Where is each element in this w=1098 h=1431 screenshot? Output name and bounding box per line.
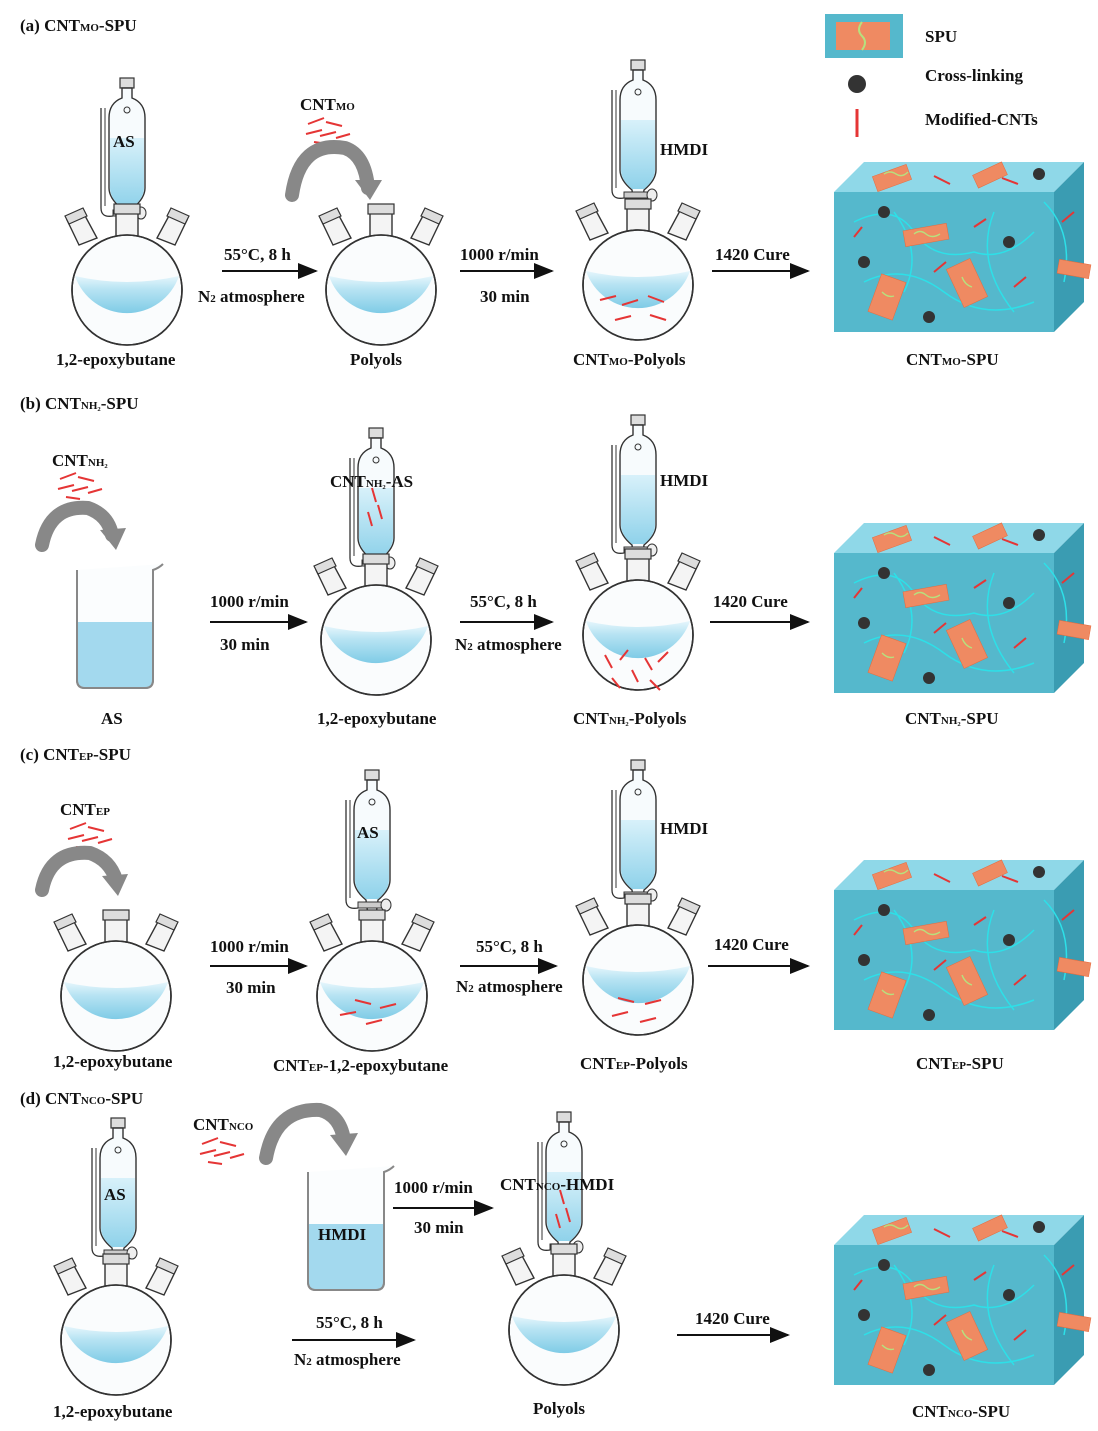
beaker-b [76, 563, 164, 689]
caption-b1: AS [101, 709, 123, 728]
caption-b3: CNTNH₂-Polyols [573, 709, 687, 728]
spu-block-b [833, 521, 1092, 694]
step-b2-bottom: N2 atmosphere [455, 635, 562, 654]
caption-d1: 1,2-epoxybutane [53, 1402, 173, 1421]
funnel-c1 [345, 769, 392, 927]
caption-c2: CNTEP-1,2-epoxybutane [273, 1056, 449, 1075]
funnel-d1-label: AS [104, 1185, 126, 1204]
step-d1-top: 1000 r/min [394, 1178, 473, 1197]
flask-c1 [53, 909, 179, 1052]
section-a: (a) CNTMO-SPU AS 1,2-epoxybutane 55°C, 8… [20, 16, 1092, 369]
curved-arrow-d [259, 1102, 351, 1165]
beaker-d-label: HMDI [318, 1225, 367, 1244]
step-a2-top: 1000 r/min [460, 245, 539, 264]
step-b3-top: 1420 Cure [713, 592, 788, 611]
cnts-in-flask-c3 [611, 997, 662, 1023]
caption-a3: CNTMO-Polyols [573, 350, 686, 369]
caption-a1: 1,2-epoxybutane [56, 350, 176, 369]
flask-b3 [575, 548, 701, 691]
caption-a4: CNTMO-SPU [906, 350, 999, 369]
step-c2-top: 55°C, 8 h [476, 937, 543, 956]
funnel-d2-label: CNTNCO-HMDI [500, 1175, 615, 1194]
reagent-d-label: CNTNCO [193, 1115, 254, 1134]
section-b: (b) CNTNH₂-SPU CNTNH₂ AS 1000 r/min 30 m… [20, 394, 1092, 728]
step-a1-top: 55°C, 8 h [224, 245, 291, 264]
cnt-bits-c [67, 822, 113, 850]
flask-d1 [53, 1253, 179, 1396]
step-b2-top: 55°C, 8 h [470, 592, 537, 611]
cnts-in-funnel-d2 [555, 1189, 571, 1229]
section-d: (d) CNTNCO-SPU AS 1,2-epoxybutane CNTNCO… [20, 1089, 1092, 1421]
flask-b2 [313, 553, 439, 696]
spu-block-a [833, 160, 1092, 333]
reagent-b-label: CNTNH₂ [52, 451, 108, 470]
reagent-c-label: CNTEP [60, 800, 110, 819]
step-c3-top: 1420 Cure [714, 935, 789, 954]
step-d3-top: 1420 Cure [695, 1309, 770, 1328]
section-d-title: (d) CNTNCO-SPU [20, 1089, 143, 1108]
cnts-in-funnel-b1 [367, 487, 383, 527]
cnts-in-flask-b3 [604, 649, 669, 691]
section-b-title: (b) CNTNH₂-SPU [20, 394, 139, 413]
section-c-title: (c) CNTEP-SPU [20, 745, 131, 764]
step-a2-bottom: 30 min [480, 287, 530, 306]
funnel-b2-label: HMDI [660, 471, 709, 490]
flask-a1 [64, 203, 190, 346]
section-a-title: (a) CNTMO-SPU [20, 16, 137, 35]
cnts-in-flask-a3 [599, 295, 667, 321]
caption-d4: CNTNCO-SPU [912, 1402, 1010, 1421]
funnel-c2 [611, 759, 658, 917]
funnel-c2-label: HMDI [660, 819, 709, 838]
funnel-b1-label: CNTNH₂-AS [330, 472, 413, 491]
cnt-bits-b [57, 472, 103, 500]
step-a1-bottom: N2 atmosphere [198, 287, 305, 306]
step-b1-top: 1000 r/min [210, 592, 289, 611]
caption-b4: CNTNH₂-SPU [905, 709, 999, 728]
step-a3-top: 1420 Cure [715, 245, 790, 264]
spu-block-c [833, 858, 1092, 1031]
spu-block-d [833, 1213, 1092, 1386]
curved-arrow-b [35, 500, 119, 552]
funnel-a2 [611, 59, 658, 217]
legend-crosslinking-label: Cross-linking [925, 66, 1023, 85]
caption-d3: Polyols [533, 1399, 585, 1418]
curved-arrow-c [35, 845, 123, 897]
step-d1-bottom: 30 min [414, 1218, 464, 1237]
step-b1-bottom: 30 min [220, 635, 270, 654]
flask-c3 [575, 893, 701, 1036]
step-d2-top: 55°C, 8 h [316, 1313, 383, 1332]
step-c2-bottom: N2 atmosphere [456, 977, 563, 996]
caption-c3: CNTEP-Polyols [580, 1054, 688, 1073]
flask-a2 [318, 203, 444, 346]
funnel-a2-label: HMDI [660, 140, 709, 159]
caption-c4: CNTEP-SPU [916, 1054, 1004, 1073]
cnt-bits-a [305, 117, 351, 145]
reagent-a-label: CNTMO [300, 95, 355, 114]
flask-c2 [309, 909, 435, 1052]
legend-modified-cnts-label: Modified-CNTs [925, 110, 1038, 129]
cnt-bits-d [199, 1137, 245, 1165]
caption-a2: Polyols [350, 350, 402, 369]
legend: SPU Cross-linking Modified-CNTs [825, 14, 1038, 137]
step-d2-bottom: N2 atmosphere [294, 1350, 401, 1369]
funnel-c1-label: AS [357, 823, 379, 842]
legend-spu-label: SPU [925, 27, 957, 46]
cnts-in-flask-c2 [339, 999, 397, 1025]
flask-d3 [501, 1243, 627, 1386]
step-c1-top: 1000 r/min [210, 937, 289, 956]
crosslinking-legend-dot [848, 75, 866, 93]
curved-arrow-a [285, 140, 375, 202]
funnel-b2 [611, 414, 658, 572]
section-c: (c) CNTEP-SPU CNTEP 1,2-epoxybutane 1000… [20, 745, 1092, 1075]
step-c1-bottom: 30 min [226, 978, 276, 997]
flask-a3 [575, 198, 701, 341]
caption-b2: 1,2-epoxybutane [317, 709, 437, 728]
caption-c1: 1,2-epoxybutane [53, 1052, 173, 1071]
funnel-a1-label: AS [113, 132, 135, 151]
